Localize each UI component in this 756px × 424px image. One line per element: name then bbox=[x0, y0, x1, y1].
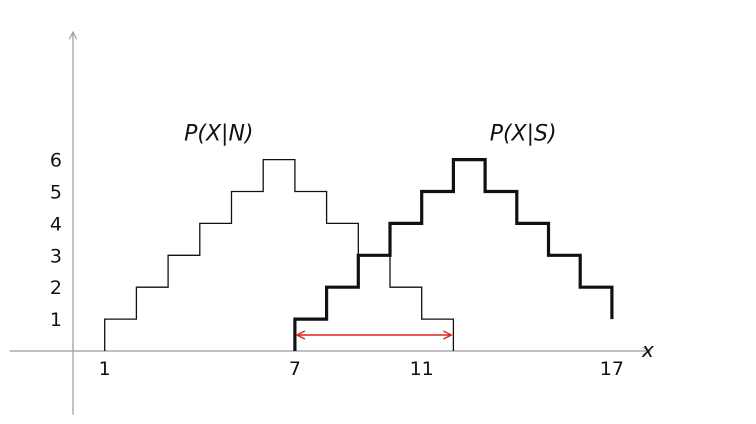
y-tick-label-3: 3 bbox=[50, 245, 62, 267]
axes-layer bbox=[9, 32, 650, 415]
y-tick-label-4: 4 bbox=[50, 213, 62, 235]
series-label-1: P(X|N) bbox=[184, 121, 253, 146]
series-line-2 bbox=[293, 158, 614, 351]
y-tick-label-2: 2 bbox=[50, 277, 62, 299]
x-axis-label: x bbox=[641, 338, 654, 362]
series-layer bbox=[104, 158, 614, 351]
y-tick-label-5: 5 bbox=[50, 182, 62, 204]
y-tick-label-6: 6 bbox=[50, 150, 62, 172]
x-tick-label-1: 1 bbox=[99, 358, 111, 380]
x-tick-label-7: 7 bbox=[289, 358, 301, 380]
x-tick-label-17: 17 bbox=[600, 358, 624, 380]
x-tick-label-11: 11 bbox=[410, 358, 434, 380]
series-label-2: P(X|S) bbox=[490, 121, 557, 146]
y-tick-label-1: 1 bbox=[50, 309, 62, 331]
series-line-1 bbox=[104, 158, 455, 351]
